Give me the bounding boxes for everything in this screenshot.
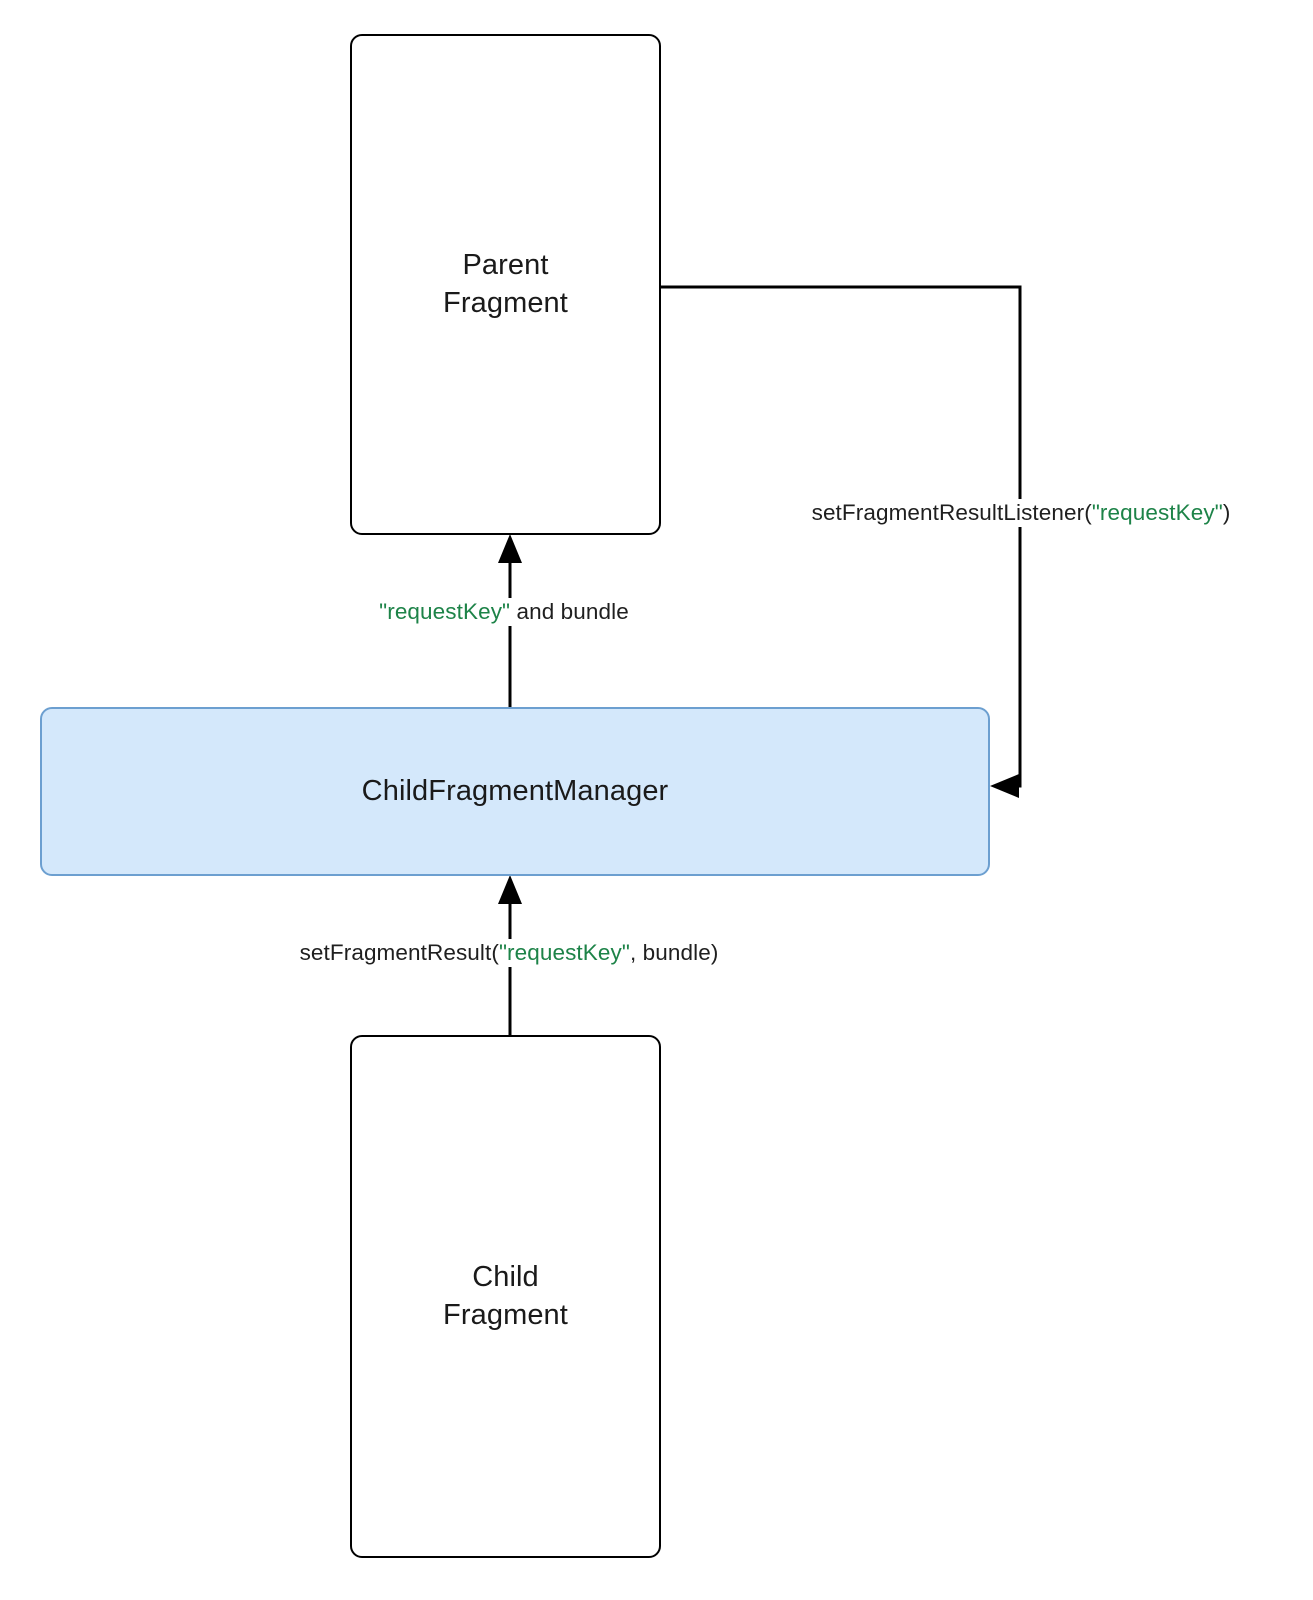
edge-label-set-result-suffix: , bundle) [629, 940, 719, 965]
edge-label-set-result-prefix: setFragmentResult( [299, 940, 499, 965]
node-parent-fragment[interactable]: Parent Fragment [350, 34, 661, 535]
edge-label-set-result-key: "requestKey" [498, 940, 630, 965]
edge-label-result-to-parent-key: "requestKey" [379, 599, 511, 624]
edge-label-listener-suffix: ) [1222, 500, 1231, 525]
node-child-fragment-label: Child Fragment [443, 1261, 568, 1331]
edge-label-result-to-parent-rest: and bundle [510, 599, 629, 624]
edge-label-result-to-parent: "requestKey" and bundle [373, 598, 635, 626]
node-child-fragment-manager[interactable]: ChildFragmentManager [40, 707, 990, 876]
edge-label-listener-to-manager: setFragmentResultListener("requestKey") [805, 499, 1237, 527]
node-child-fragment[interactable]: Child Fragment [350, 1035, 661, 1558]
edge-label-listener-key: "requestKey" [1091, 500, 1223, 525]
edge-label-set-result-to-manager: setFragmentResult("requestKey", bundle) [293, 939, 725, 967]
edge-label-listener-prefix: setFragmentResultListener( [811, 500, 1092, 525]
node-child-fragment-manager-label: ChildFragmentManager [361, 774, 669, 807]
node-parent-fragment-label: Parent Fragment [443, 249, 568, 319]
